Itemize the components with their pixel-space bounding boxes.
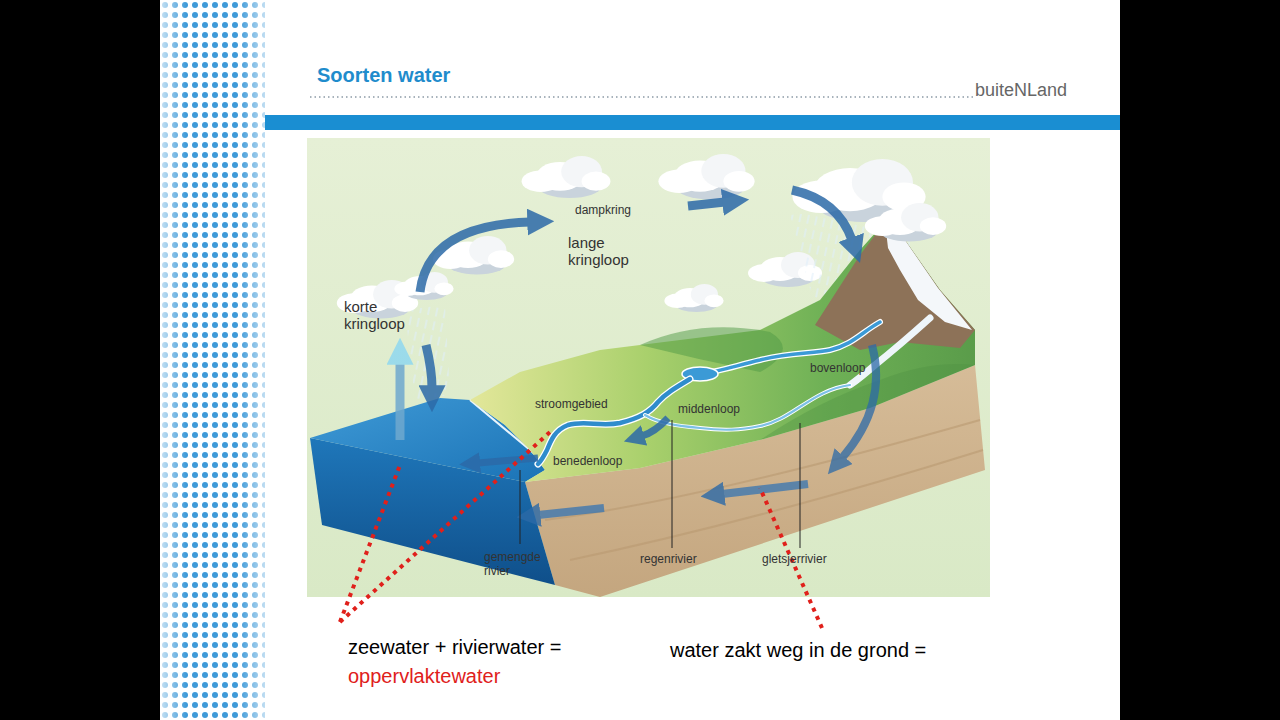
leader-label: regenrivier — [640, 553, 697, 567]
leader-line — [520, 470, 521, 544]
note-answer: oppervlaktewater — [348, 665, 500, 688]
slide-background — [160, 0, 1120, 720]
river-bank — [538, 379, 690, 464]
pointer-line — [340, 465, 400, 622]
cycle-label: korte kringloop — [344, 298, 418, 333]
cycle-arrow — [420, 222, 530, 292]
groundwater-arrow — [722, 484, 808, 494]
note-text: water zakt weg in de grond = — [670, 639, 926, 662]
title-dotted-rule — [310, 96, 973, 98]
land-surface — [470, 222, 975, 482]
cycle-arrow — [688, 202, 725, 206]
diagram-label: benedenloop — [553, 455, 622, 469]
river-flow-arrow — [478, 458, 538, 463]
precipitation-arrow — [426, 345, 432, 388]
slide-title: Soorten water — [317, 64, 450, 87]
cloud — [865, 203, 946, 242]
dot-strip — [160, 0, 265, 720]
cycle-label: lange kringloop — [568, 234, 648, 269]
diagram-label: dampkring — [575, 204, 631, 218]
cycle-arrow — [792, 190, 852, 240]
pointer-line — [340, 432, 550, 622]
diagram-label: bovenloop — [810, 362, 865, 376]
glacier-river — [645, 385, 850, 430]
river-bank — [645, 385, 850, 430]
illustration-background — [307, 138, 990, 597]
groundwater-arrow — [538, 508, 604, 515]
hill-shading — [640, 327, 783, 372]
evaporation-arrow — [396, 362, 405, 440]
header-bar — [265, 115, 1120, 130]
cloud — [658, 154, 754, 200]
leader-label: gemengde rivier — [484, 551, 546, 579]
leader-line — [672, 420, 673, 548]
dot-strip-fade — [160, 0, 265, 720]
diagram-label: stroomgebied — [535, 398, 608, 412]
brand-logo: buiteNLand — [975, 80, 1067, 101]
leader-line — [800, 423, 801, 548]
cloud — [522, 156, 611, 198]
cloud — [664, 284, 723, 312]
diagram-label: middenloop — [678, 403, 740, 417]
leader-label: gletsjerrivier — [762, 553, 827, 567]
river-flow-arrow — [642, 418, 668, 436]
mountain — [815, 222, 975, 350]
rain — [405, 305, 450, 400]
note-text: zeewater + rivierwater = — [348, 636, 561, 659]
river-lower-course — [538, 379, 690, 464]
